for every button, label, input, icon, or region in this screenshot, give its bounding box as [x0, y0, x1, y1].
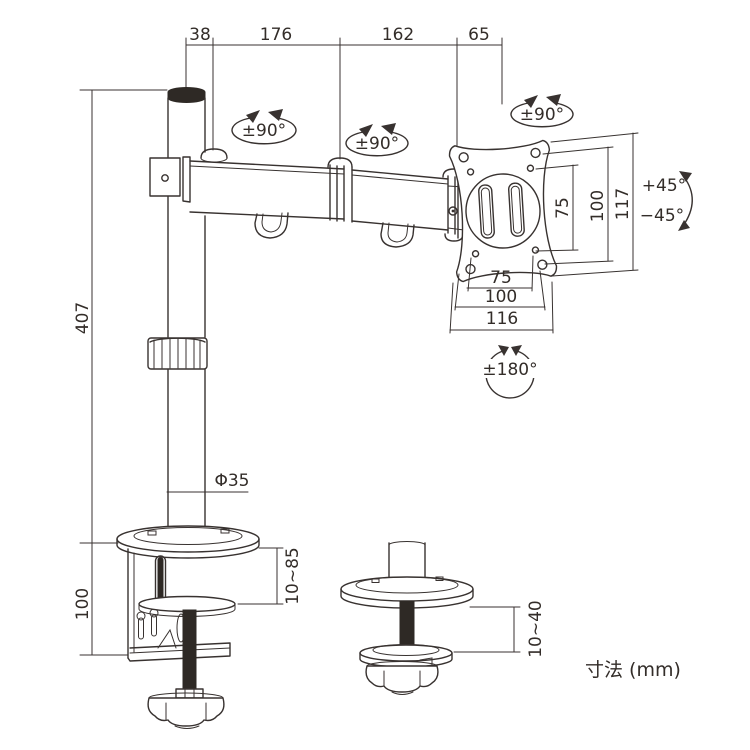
- tilt-indicator: +45° −45°: [640, 171, 693, 231]
- dim-arm-segment1: 176: [260, 25, 292, 45]
- pole: Φ35: [147, 87, 250, 532]
- cable-clip-1: [254, 212, 289, 239]
- vesa-hole: [458, 152, 469, 163]
- vesa-hole: [471, 250, 480, 258]
- dim-vesa-v100: 100: [588, 190, 608, 222]
- rotation-vesa-swivel: ±90°: [510, 94, 574, 128]
- rotation-joint2: ±90°: [345, 123, 409, 157]
- dim-vesa-v75: 75: [553, 197, 573, 219]
- dim-vesa-h100: 100: [485, 287, 517, 307]
- dim-clamp-range: 10~85: [283, 547, 303, 605]
- tilt-up-label: +45°: [642, 176, 686, 196]
- arm: [149, 148, 466, 248]
- rotation-vesa-swivel-label: ±90°: [520, 105, 564, 125]
- vesa-slot-inner: [480, 187, 493, 236]
- keyhole-slots: [136, 608, 186, 649]
- grommet-knob: [365, 661, 439, 695]
- vesa-slot: [478, 184, 495, 239]
- height-collar: [147, 337, 208, 370]
- vesa-hole: [530, 147, 541, 159]
- dim-arm-segment2: 162: [382, 25, 414, 45]
- clamp-knob: [147, 692, 225, 729]
- dim-pole-to-joint1: 38: [189, 25, 211, 45]
- vesa-hole: [537, 259, 548, 270]
- dim-vesa-v117: 117: [613, 188, 633, 220]
- dim-grommet-range: 10~40: [526, 600, 546, 658]
- rotation-vesa-180: ±180°: [482, 345, 538, 399]
- vesa-hole: [531, 246, 540, 254]
- tilt-down-label: −45°: [640, 206, 684, 226]
- vesa-hole: [526, 164, 535, 172]
- dim-pole-diameter: Φ35: [214, 471, 249, 491]
- dim-vesa-h75: 75: [490, 268, 512, 288]
- rotation-joint1: ±90°: [231, 109, 297, 145]
- vesa-vertical-dimensions: 75 100 117: [535, 132, 639, 277]
- rotation-joint2-label: ±90°: [355, 134, 399, 154]
- vesa-plate: [448, 139, 558, 283]
- desk-clamp: 10~85: [116, 525, 303, 729]
- vesa-horizontal-dimensions: 75 100 116: [449, 255, 554, 334]
- top-dimension-chain: 38 176 162 65: [185, 25, 503, 171]
- rotation-joint1-label: ±90°: [242, 121, 286, 141]
- grommet-mount: 10~40: [340, 541, 546, 695]
- vesa-slot: [507, 182, 525, 237]
- arm-joint1-cap: [200, 148, 228, 159]
- dim-vesa-offset: 65: [468, 25, 490, 45]
- arm-joint2-cap: [327, 157, 353, 168]
- left-dimension-chain: 407 100: [73, 89, 168, 656]
- dim-clamp-height: 100: [73, 588, 93, 620]
- dim-pole-height: 407: [73, 302, 93, 334]
- units-note: 寸法 (mm): [585, 659, 681, 681]
- arm-pole-clamp: [149, 157, 181, 197]
- cable-clip-2: [380, 222, 415, 248]
- vesa-slot-inner: [510, 185, 523, 234]
- rotation-badges: ±90° ±90° ±90° +45° −45°: [231, 94, 693, 399]
- pole-top-cap: [167, 87, 206, 103]
- vesa-hole: [466, 168, 475, 176]
- dim-vesa-h116: 116: [486, 309, 518, 329]
- rotation-vesa-180-label: ±180°: [482, 360, 537, 380]
